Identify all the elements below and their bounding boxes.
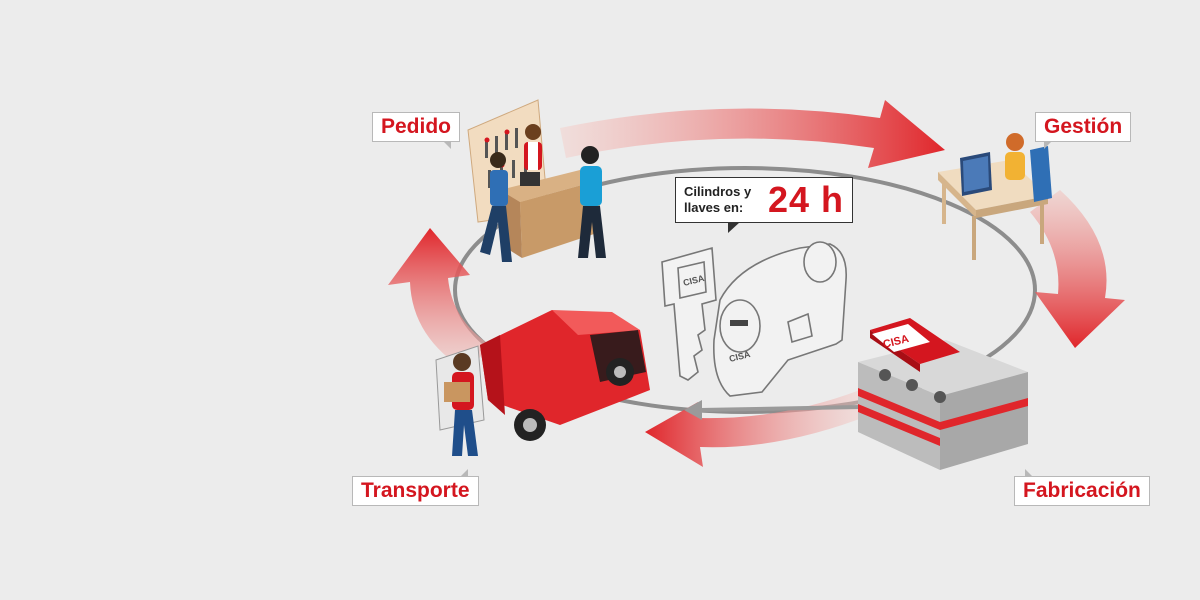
small-return-arrow-head xyxy=(684,400,702,420)
delivery-time-callout: Cilindros y llaves en: 24 h xyxy=(675,177,854,233)
arrow-fabricacion-to-transporte xyxy=(645,390,870,467)
delivery-van-illustration xyxy=(435,310,650,456)
step-label-pedido: Pedido xyxy=(372,112,461,149)
shop-counter-illustration xyxy=(467,99,606,262)
step-label-gestion: Gestión xyxy=(1035,112,1132,149)
factory-illustration: CISA xyxy=(858,318,1028,470)
step-label-transporte: Transporte xyxy=(352,469,479,506)
callout-value: 24 h xyxy=(768,179,845,220)
cycle-ring xyxy=(453,166,1037,414)
step-label-fabricacion: Fabricación xyxy=(1014,469,1150,506)
office-desk-illustration xyxy=(938,133,1052,260)
arrow-pedido-to-gestion xyxy=(560,100,945,168)
arrow-transporte-to-pedido xyxy=(388,228,490,372)
callout-text: Cilindros y llaves en: xyxy=(684,184,752,215)
arrow-gestion-to-fabricacion xyxy=(1030,190,1125,348)
small-return-arrow xyxy=(699,405,861,412)
cylinder-lock-illustration xyxy=(713,241,847,397)
key-illustration xyxy=(661,246,717,381)
